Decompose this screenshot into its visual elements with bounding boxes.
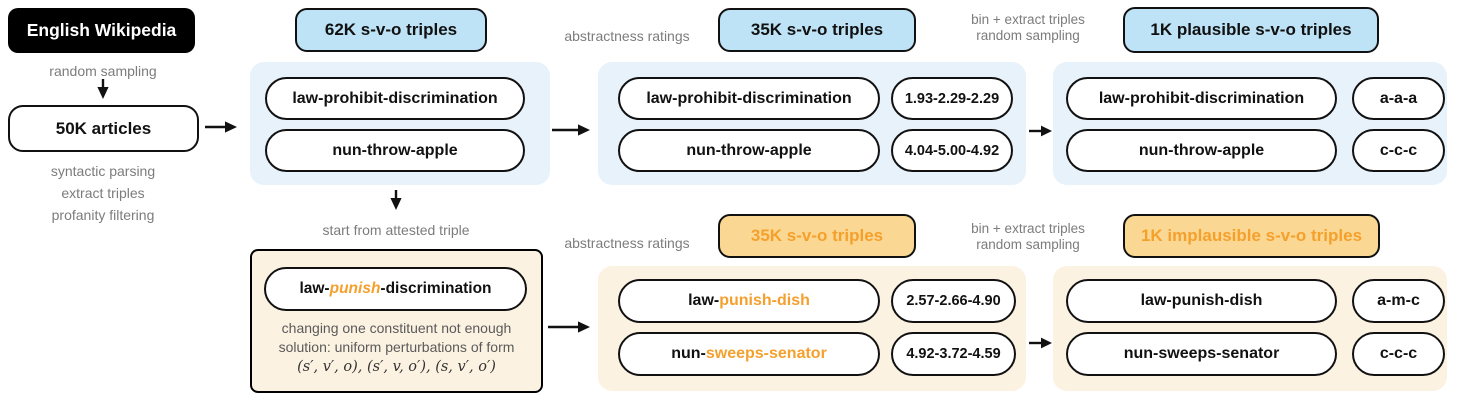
processing-step: syntactic parsing bbox=[50, 163, 156, 179]
arrow-right-icon bbox=[205, 121, 237, 133]
triple-node: law-prohibit-discrimination bbox=[265, 77, 525, 120]
bin-node: c-c-c bbox=[1352, 332, 1445, 376]
triple-node: nun-sweeps-senator bbox=[1066, 332, 1337, 376]
stage-1k-plausible-panel: law-prohibit-discrimination a-a-a nun-th… bbox=[1053, 62, 1447, 185]
rating-node: 4.04-5.00-4.92 bbox=[891, 129, 1013, 172]
triple-node: law-prohibit-discrimination bbox=[1066, 77, 1337, 120]
arrow-right-icon bbox=[552, 124, 590, 136]
bin-node: a-a-a bbox=[1352, 77, 1445, 120]
articles-node: 50K articles bbox=[8, 105, 199, 152]
perturbation-note: changing one constituent not enough solu… bbox=[252, 319, 541, 377]
triple-highlight: punish bbox=[329, 280, 381, 297]
triple-prefix: law- bbox=[688, 292, 720, 309]
arrow-right-icon bbox=[548, 321, 590, 333]
abstractness-ratings-label: abstractness ratings bbox=[564, 235, 690, 251]
triple-node: law-prohibit-discrimination bbox=[618, 77, 880, 120]
english-wikipedia-badge: English Wikipedia bbox=[8, 8, 195, 53]
bin-extract-line: bin + extract triples bbox=[971, 221, 1085, 236]
triple-node: nun-throw-apple bbox=[618, 129, 880, 172]
stage-1k-implausible-panel: law-punish-dish a-m-c nun-sweeps-senator… bbox=[1053, 266, 1447, 391]
stage-62k-panel: law-prohibit-discrimination nun-throw-ap… bbox=[250, 62, 550, 185]
rating-node: 4.92-3.72-4.59 bbox=[891, 332, 1016, 376]
arrow-down-icon bbox=[97, 79, 109, 99]
start-attested-label: start from attested triple bbox=[322, 222, 470, 238]
note-line: changing one constituent not enough bbox=[281, 320, 512, 336]
bin-extract-line: random sampling bbox=[976, 27, 1080, 43]
stage-35k-plausible-panel: law-prohibit-discrimination 1.93-2.29-2.… bbox=[598, 62, 1026, 185]
arrow-right-icon bbox=[1029, 125, 1052, 137]
arrow-right-icon bbox=[1029, 337, 1052, 349]
processing-step: extract triples bbox=[61, 185, 145, 201]
stage-1k-plausible-badge: 1K plausible s-v-o triples bbox=[1123, 7, 1379, 53]
arrow-down-icon bbox=[390, 190, 402, 210]
triple-node: nun-throw-apple bbox=[265, 129, 525, 172]
bin-extract-line: bin + extract triples bbox=[971, 12, 1085, 27]
processing-steps-label: syntactic parsing extract triples profan… bbox=[8, 160, 198, 226]
perturbed-triple-node: nun-sweeps-senator bbox=[618, 332, 880, 376]
stage-35k-implausible-badge: 35K s-v-o triples bbox=[718, 214, 916, 258]
stage-35k-plausible-badge: 35K s-v-o triples bbox=[718, 8, 916, 52]
triple-highlight: sweeps-senator bbox=[705, 345, 827, 362]
perturbed-triple-node: law-punish-discrimination bbox=[264, 267, 527, 311]
bin-extract-label: bin + extract triples random sampling bbox=[938, 221, 1118, 252]
stage-1k-implausible-badge: 1K implausible s-v-o triples bbox=[1123, 214, 1380, 258]
stage-35k-implausible-panel: law-punish-dish 2.57-2.66-4.90 nun-sweep… bbox=[598, 266, 1026, 391]
perturbed-triple-node: law-punish-dish bbox=[618, 279, 880, 323]
random-sampling-label: random sampling bbox=[49, 63, 157, 79]
rating-node: 1.93-2.29-2.29 bbox=[891, 77, 1013, 120]
abstractness-ratings-label: abstractness ratings bbox=[564, 28, 690, 44]
processing-step: profanity filtering bbox=[51, 207, 155, 223]
triple-prefix: law- bbox=[299, 280, 330, 297]
bin-node: c-c-c bbox=[1352, 129, 1445, 172]
triple-node: nun-throw-apple bbox=[1066, 129, 1337, 172]
triple-node: law-punish-dish bbox=[1066, 279, 1337, 323]
note-math-line: (s′, v′, o), (s′, v, o′), (s, v′, o′) bbox=[297, 359, 496, 375]
bin-extract-line: random sampling bbox=[976, 236, 1080, 252]
stage-62k-badge: 62K s-v-o triples bbox=[295, 8, 487, 52]
bin-extract-label: bin + extract triples random sampling bbox=[938, 12, 1118, 43]
rating-node: 2.57-2.66-4.90 bbox=[891, 279, 1016, 323]
triple-highlight: punish-dish bbox=[719, 292, 810, 309]
triple-suffix: -discrimination bbox=[380, 280, 492, 297]
triple-prefix: nun- bbox=[671, 345, 706, 362]
perturbation-box: law-punish-discrimination changing one c… bbox=[250, 249, 543, 393]
note-line: solution: uniform perturbations of form bbox=[278, 339, 515, 355]
bin-node: a-m-c bbox=[1352, 279, 1445, 323]
